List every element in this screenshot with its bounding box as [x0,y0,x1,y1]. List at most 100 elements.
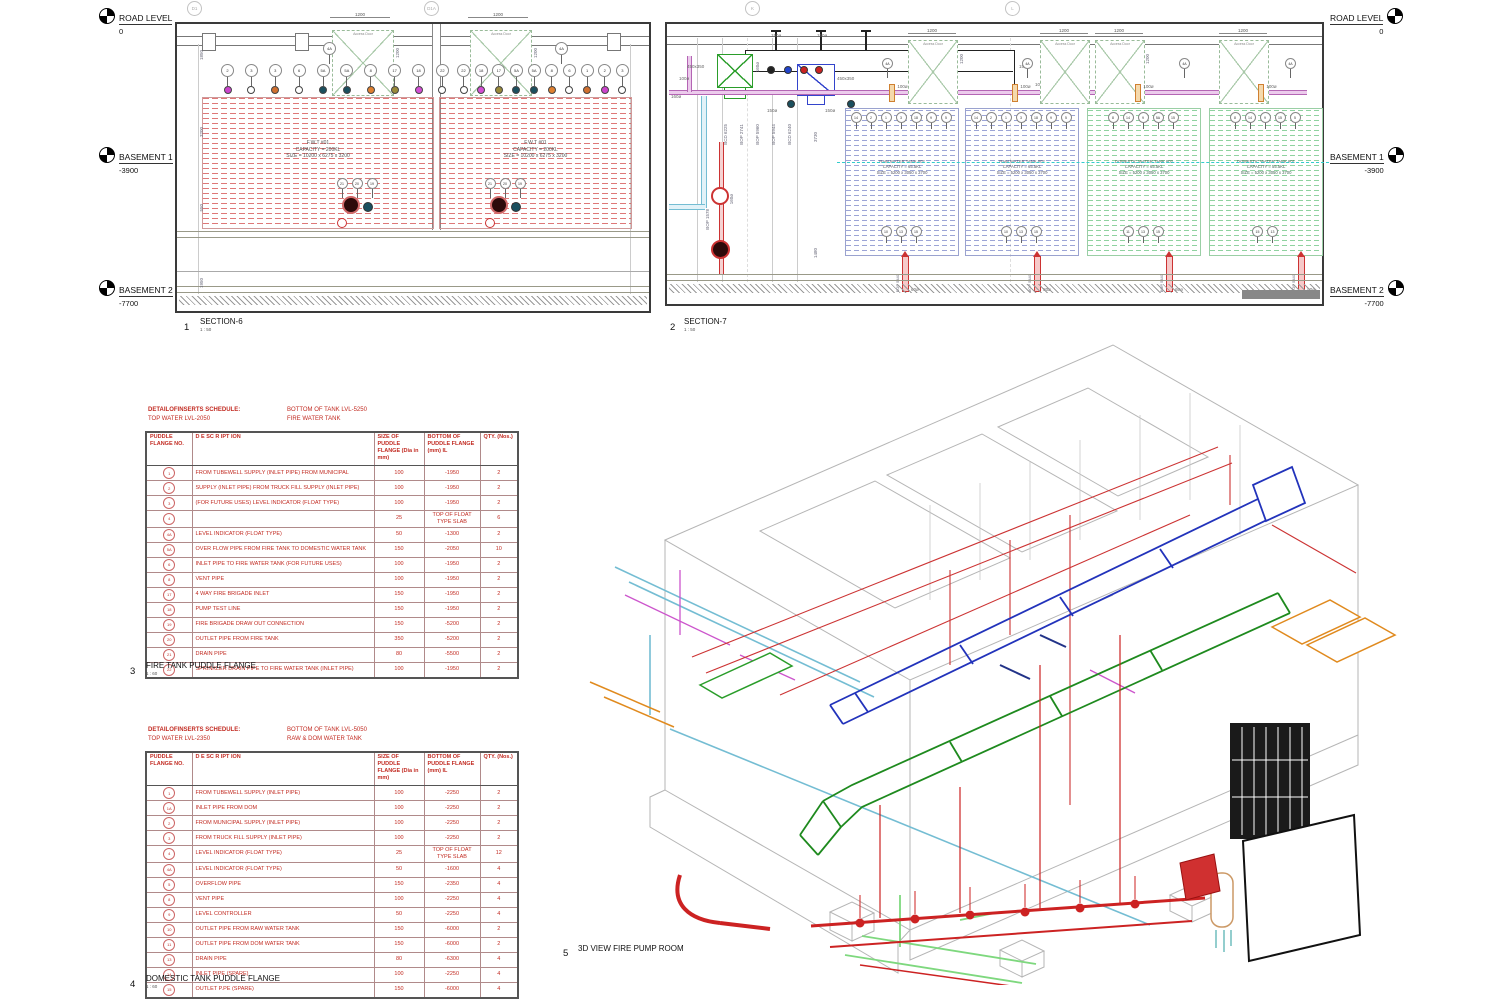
table-row: 5A OVER FLOW PIPE FROM FIRE TANK TO DOME… [145,541,519,558]
pipe-size-label: 150ø [817,33,828,38]
figure-number: 2 [670,322,676,333]
valve-icon [583,86,592,94]
flange-callouts: 21 20 19 [475,178,535,198]
figure-number: 5 [563,948,569,959]
table-row: 1A INLET PIPE FROM DOM 100 -2250 2 [145,800,519,816]
slab-hatch [669,284,1320,293]
table-row: 14 INLET PIPE (SPARE) 100 -2250 4 [145,966,519,983]
door-dim: 1200 [1219,28,1267,34]
fire-pump-icon [1179,853,1221,901]
valve-icon [438,86,447,94]
table-row: 4 25 TOP OF FLOAT TYPE SLAB 6 [145,510,519,528]
pipe-callout: 2 [598,64,612,94]
duct-size-label: 450x350 [837,76,855,81]
door-dim: 1200 [330,12,390,18]
figure-number: 3 [130,666,136,677]
valve-icon [711,187,729,205]
flange-callout: 19 [366,178,378,198]
table-row: 2 SUPPLY (INLET PIPE) FROM TRUCK FILL SU… [145,480,519,496]
grid-bubble: K [745,1,760,16]
schedule-heading: DETAILOFINSERTS SCHEDULE:TOP WATER LVL-2… [148,727,241,742]
louver-icon [717,54,753,88]
access-door: Access Door [1095,40,1145,104]
valve-icon [600,86,609,94]
pipe-stub [820,32,822,50]
valve-icon [271,86,280,94]
valve-icon [618,86,627,94]
tank-inlet: 100ø [1012,84,1031,102]
callout-row-right: 22 18 17 5A 5A 8 6 1 [457,64,629,94]
valve-icon [414,86,423,94]
valve-icon [295,86,304,94]
grid-bubble: L [1005,1,1020,16]
level-target-icon [99,280,115,296]
slab-line [667,280,1322,281]
valve-icon [477,86,486,94]
column [202,33,216,51]
elev-label: BOP 1578 [705,209,710,230]
valve-icon [390,86,399,94]
puddle-flange-icon [342,196,360,214]
callout-4a: 4A [1022,58,1033,78]
level-target-icon [1387,8,1404,24]
level-target-icon [99,8,115,24]
pipe-callout: 6 [292,64,306,94]
pipe-callout: 18 [412,64,425,94]
valve-icon [247,86,256,94]
grid-bubble: D1 [187,1,202,16]
flange-callout: 19 [514,178,526,198]
slab-line [177,237,649,238]
slab-line [667,274,1322,275]
drain-icon [337,218,347,228]
slab-hatch [179,296,647,305]
inlet-stub-icon [1258,84,1265,102]
pipe-callout: 8 [364,64,378,94]
table-row: 6 INLET PIPE TO FIRE WATER TANK (FOR FUT… [145,556,519,573]
fire-water-tank-2: F.W.T #01 CAPACITY = 200KL SIZE = 10200 … [439,97,632,229]
callout-4a: 4A [555,42,568,64]
table-row: 8 VENT PIPE 100 -2250 4 [145,891,519,908]
table-row: 8 VENT PIPE 100 -1950 2 [145,571,519,588]
callout-row-left: 2 3 3 6 5A 5A 8 17 [221,64,449,94]
section6-drawing: Access Door Access Door 1200 1200 4A 4A … [175,22,651,313]
pipe-callout: 3 [615,64,629,94]
table-row: 1 FROM TUBEWELL SUPPLY (INLET PIPE) FROM… [145,465,519,481]
table-row: 3 (FOR FUTURE USES) LEVEL INDICATOR (FLO… [145,495,519,511]
inlet-stub-icon [889,84,896,102]
louver-grille-icon [1230,723,1310,839]
table-row: 5 OVERFLOW PIPE 150 -2350 4 [145,876,519,893]
access-door: Access Door [1219,40,1269,104]
valve-icon [223,86,232,94]
door-vdim: 1200 [959,54,964,65]
door-vdim: 1200 [1145,54,1150,65]
drain-icon [485,218,495,228]
level-target-icon [1387,280,1404,296]
fire-water-tank-1: F.W.T #01 CAPACITY = 200KL SIZE = 10200 … [202,97,434,229]
figure-number: 1 [184,322,190,333]
column [607,33,621,51]
table-row: 10 OUTLET PIPE FROM RAW WATER TANK 150 -… [145,921,519,938]
wall-line [198,44,199,294]
pipe-callout: 1 [580,64,594,94]
table-row: 20 OUTLET PIPE FROM FIRE TANK 350 -5200 … [145,631,519,648]
valve-icon [767,66,775,74]
magenta-pipe [669,90,1307,95]
door-vdim: 1200 [395,48,400,59]
pipe-size-label: 150ø [767,108,778,113]
callout-4a: 4A [882,58,893,78]
valve-icon [366,86,375,94]
table-row: 11 OUTLET PIPE FROM DOM WATER TANK 150 -… [145,936,519,953]
